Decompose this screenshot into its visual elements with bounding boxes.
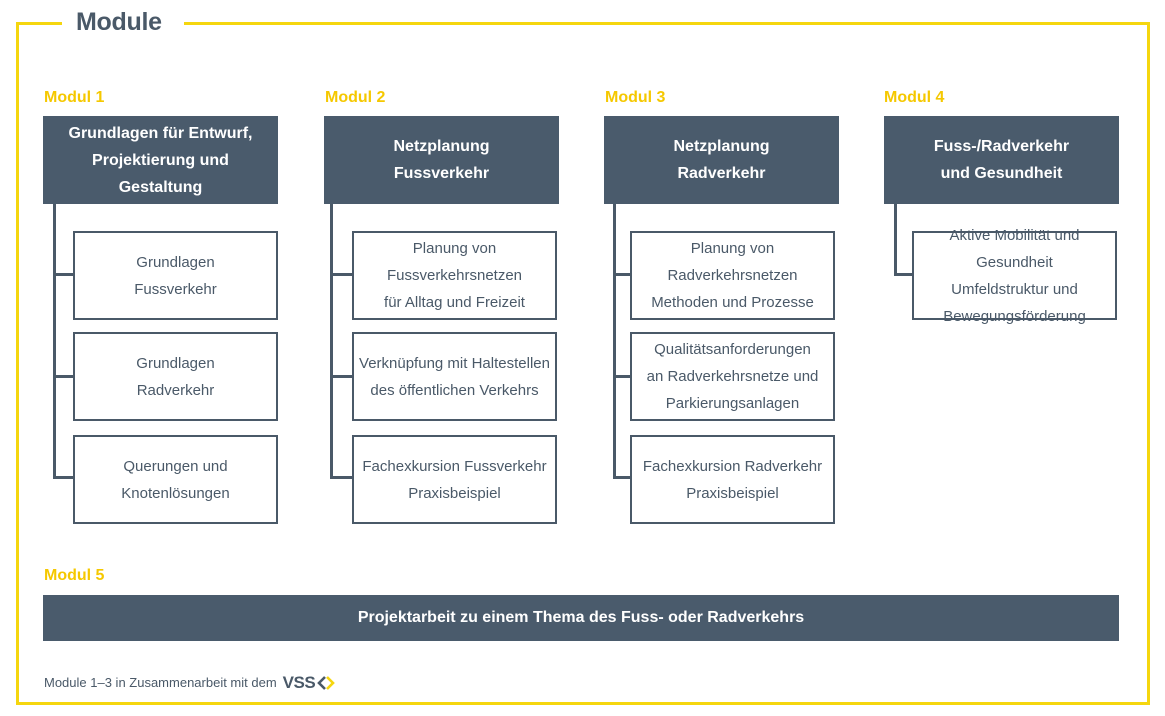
modul-1-label: Modul 1 [44, 89, 105, 106]
connector [53, 476, 75, 479]
modul-4-connector [894, 204, 897, 276]
frame-title: Module [62, 0, 184, 44]
modules-frame [16, 22, 1150, 705]
modul-3-connector [613, 204, 616, 478]
footer-note: Module 1–3 in Zusammenarbeit mit dem VSS [44, 674, 336, 692]
vss-chevron-icon [317, 676, 336, 690]
connector [330, 273, 354, 276]
connector [53, 273, 75, 276]
modul-5-label: Modul 5 [44, 567, 105, 584]
connector [53, 375, 75, 378]
connector [613, 273, 633, 276]
modul-2-connector [330, 204, 333, 478]
modul-1-head: Grundlagen für Entwurf,Projektierung und… [43, 116, 278, 204]
connector [894, 273, 914, 276]
modul-3-label: Modul 3 [605, 89, 666, 106]
connector [330, 375, 354, 378]
modul-5-bar: Projektarbeit zu einem Thema des Fuss- o… [43, 595, 1119, 641]
modul-4-label: Modul 4 [884, 89, 945, 106]
vss-logo-text: VSS [282, 673, 316, 692]
connector [613, 476, 633, 479]
vss-logo: VSS [283, 674, 336, 692]
modul-2-label: Modul 2 [325, 89, 386, 106]
connector [613, 375, 633, 378]
modul-1-connector [53, 204, 56, 478]
footer-text: Module 1–3 in Zusammenarbeit mit dem [44, 675, 277, 690]
connector [330, 476, 354, 479]
